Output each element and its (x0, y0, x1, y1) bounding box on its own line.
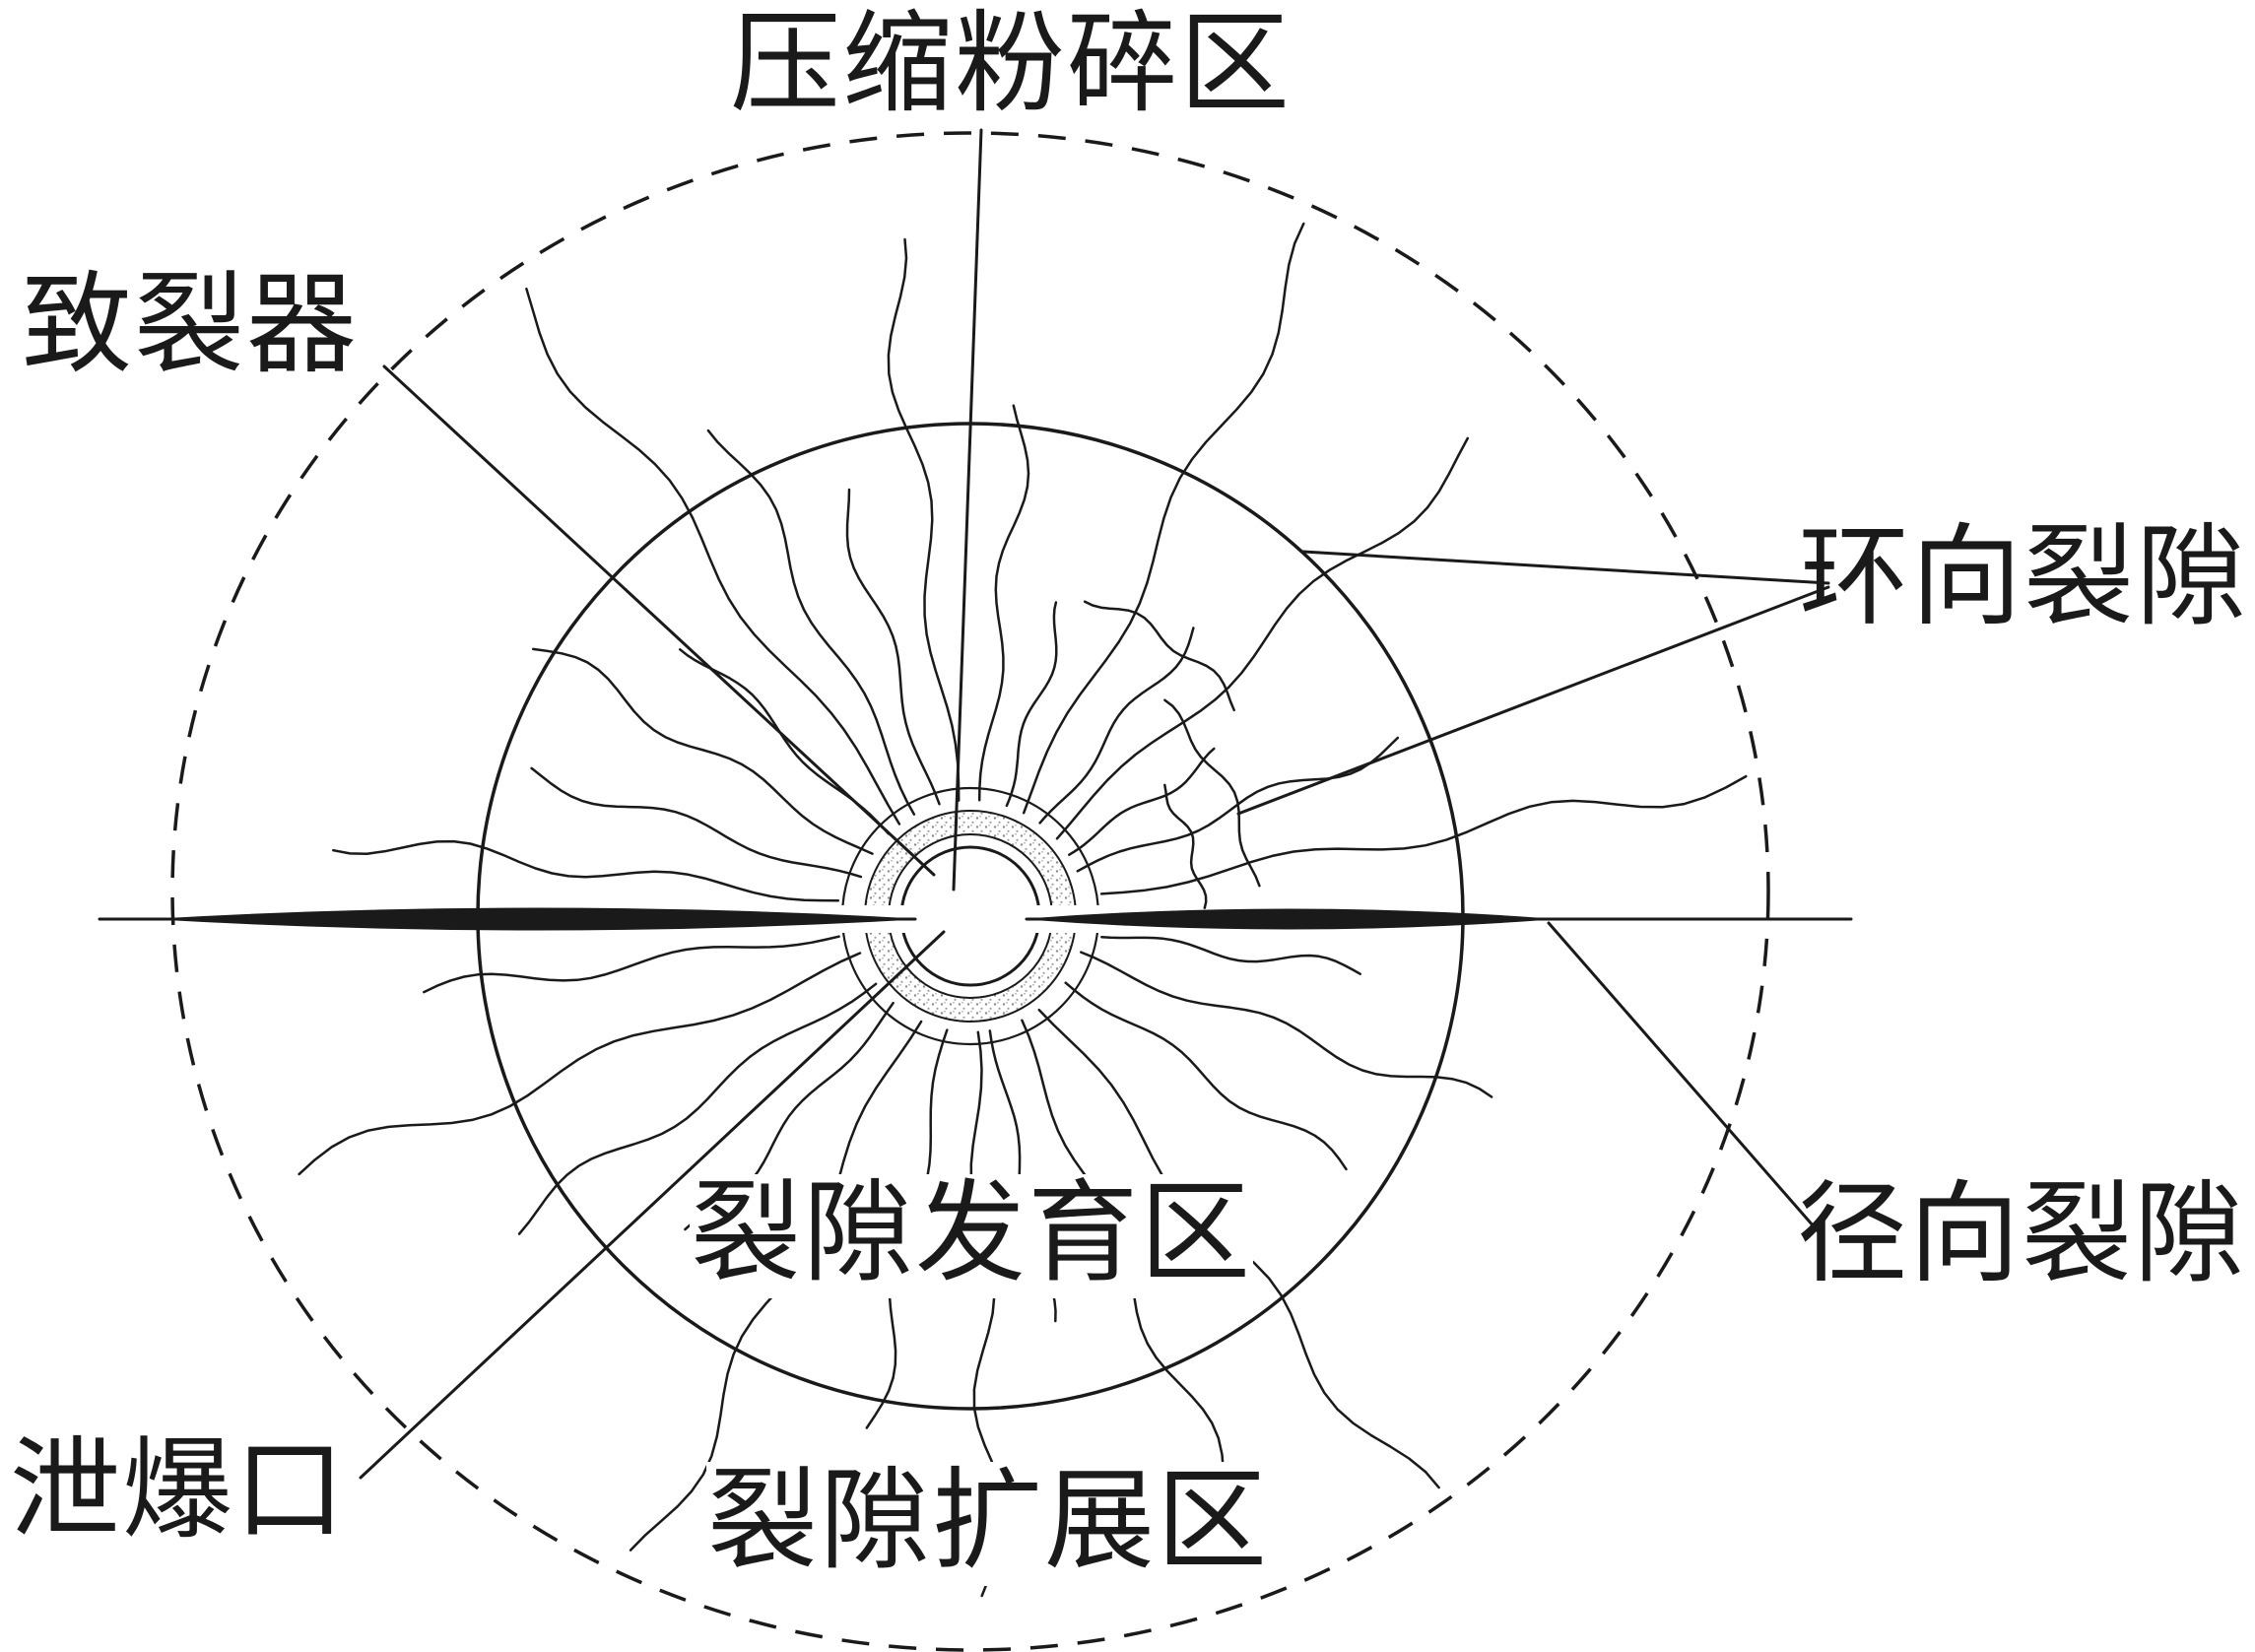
radial-fracture-line (845, 488, 941, 806)
circumferential-fracture-arcs (1083, 600, 1261, 909)
radial-fracture-line (525, 287, 901, 826)
radial-fracture-line (530, 766, 863, 879)
label-background (690, 1174, 1253, 1298)
leader-hoop-fracture-lower (1236, 585, 1830, 816)
label-radial-fracture: 径向裂隙 (1797, 1174, 2246, 1296)
radial-fracture-line (517, 982, 878, 1235)
radial-fracture-line (977, 404, 1030, 802)
radial-fracture-line (1100, 935, 1361, 975)
radial-fracture-line (1068, 747, 1216, 856)
leader-compression-zone (952, 128, 983, 892)
radial-fracture-line (1038, 627, 1195, 825)
circumferential-fracture-arc (1083, 600, 1235, 712)
leader-radial-fracture (1547, 921, 1823, 1236)
label-background (706, 1462, 1270, 1586)
radial-fracture-line (298, 952, 862, 1176)
leader-hoop-fracture-upper (1301, 550, 1830, 585)
labels: 压缩粉碎区 致裂器 环向裂隙 径向裂隙 泄爆口 裂隙发育区 裂隙扩展区 (10, 4, 2248, 1586)
radial-fracture-line (706, 429, 916, 816)
radial-fracture-line (1064, 981, 1348, 1171)
radial-fracture-line (1005, 601, 1058, 808)
label-fracture-extension-zone: 裂隙扩展区 (707, 1461, 1269, 1583)
main-horizontal-fracture (98, 907, 1853, 931)
radial-fracture-line (531, 647, 874, 855)
circumferential-fracture-arc (1163, 698, 1261, 888)
radial-fracture-line (1099, 774, 1748, 895)
label-circumferential-fracture: 环向裂隙 (1799, 517, 2248, 639)
radial-fracture-line (1022, 222, 1305, 815)
radial-fracture-line (332, 839, 840, 902)
leader-fracturing-device (382, 364, 936, 877)
leader-lines (359, 128, 1830, 1480)
radial-fracture-line (1080, 951, 1493, 1098)
main-fracture-right (1026, 908, 1552, 930)
radial-fracture-line (679, 648, 891, 835)
radial-fracture-line (1055, 436, 1470, 840)
leader-blast-vent (359, 930, 946, 1480)
circumferential-fracture-arc (1163, 783, 1208, 909)
label-fracture-development-zone: 裂隙发育区 (691, 1173, 1252, 1295)
label-fracturing-device: 致裂器 (22, 265, 359, 387)
radial-fracture-line (423, 935, 840, 994)
main-fracture-left (157, 907, 916, 931)
label-blast-vent: 泄爆口 (10, 1430, 347, 1553)
radial-fracture-line (887, 237, 961, 802)
outer-boundary-dashed-circle (170, 131, 1770, 1652)
label-compression-crush-zone: 压缩粉碎区 (730, 4, 1292, 126)
